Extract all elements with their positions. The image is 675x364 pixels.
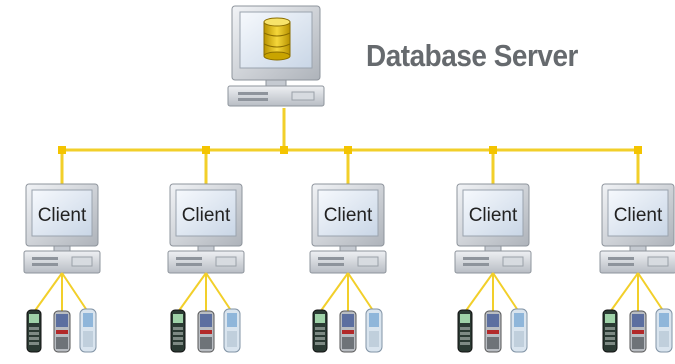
- handheld-pda-icon: [484, 310, 502, 353]
- device-line: [492, 272, 520, 313]
- handheld-pda-icon: [629, 310, 647, 353]
- client-screen: [607, 189, 669, 237]
- client-screen: [462, 189, 524, 237]
- drive-slot: [32, 257, 58, 260]
- network-node: [202, 146, 210, 154]
- network-junction: [280, 146, 288, 154]
- client-computer: Client: [309, 146, 387, 353]
- client-label: Client: [324, 205, 373, 226]
- device-line: [609, 272, 639, 313]
- handheld-scanner-icon: [312, 309, 328, 353]
- handheld-scanner-icon: [602, 309, 618, 353]
- client-group: Client Client Client Client Client: [23, 146, 675, 353]
- drive-slot: [176, 257, 202, 260]
- drive-bay: [647, 256, 669, 267]
- network-node: [489, 146, 497, 154]
- drive-slot: [608, 263, 634, 266]
- handheld-pda-icon: [339, 310, 357, 353]
- handheld-scanner-icon: [457, 309, 473, 353]
- handheld-terminal-icon: [79, 308, 97, 353]
- drive-slot: [463, 263, 489, 266]
- handheld-terminal-icon: [510, 308, 528, 353]
- drive-slot: [32, 263, 58, 266]
- client-stand: [339, 245, 357, 252]
- client-screen: [175, 189, 237, 237]
- client-stand: [629, 245, 647, 252]
- handheld-scanner-icon: [170, 309, 186, 353]
- database-server: [227, 5, 325, 107]
- handheld-pda-icon: [53, 310, 71, 353]
- drive-bay: [71, 256, 93, 267]
- client-label: Client: [614, 205, 663, 226]
- network-node: [634, 146, 642, 154]
- handheld-terminal-icon: [223, 308, 241, 353]
- device-line: [637, 272, 665, 313]
- handheld-scanner-icon: [26, 309, 42, 353]
- device-line: [319, 272, 349, 313]
- client-stand: [484, 245, 502, 252]
- device-line: [177, 272, 207, 313]
- database-server-title: Database Server: [366, 38, 578, 73]
- client-computer: Client: [23, 146, 101, 353]
- client-screen: [317, 189, 379, 237]
- network-node: [58, 146, 66, 154]
- network-node: [344, 146, 352, 154]
- client-computer: Client: [454, 146, 532, 353]
- client-label: Client: [38, 205, 87, 226]
- drive-slot: [176, 263, 202, 266]
- drive-slot: [463, 257, 489, 260]
- client-label: Client: [182, 205, 231, 226]
- device-line: [33, 272, 63, 313]
- handheld-terminal-icon: [365, 308, 383, 353]
- database-icon: [263, 17, 291, 61]
- drive-slot: [318, 263, 344, 266]
- client-stand: [197, 245, 215, 252]
- client-computer: Client: [167, 146, 245, 353]
- device-line: [61, 272, 89, 313]
- device-line: [205, 272, 233, 313]
- handheld-pda-icon: [197, 310, 215, 353]
- handheld-terminal-icon: [655, 308, 673, 353]
- device-line: [347, 272, 375, 313]
- client-screen: [31, 189, 93, 237]
- drive-bay: [215, 256, 237, 267]
- drive-slot: [318, 257, 344, 260]
- client-label: Client: [469, 205, 518, 226]
- drive-bay: [357, 256, 379, 267]
- device-line: [464, 272, 494, 313]
- drive-slot: [608, 257, 634, 260]
- client-computer: Client: [599, 146, 675, 353]
- drive-bay: [502, 256, 524, 267]
- client-stand: [53, 245, 71, 252]
